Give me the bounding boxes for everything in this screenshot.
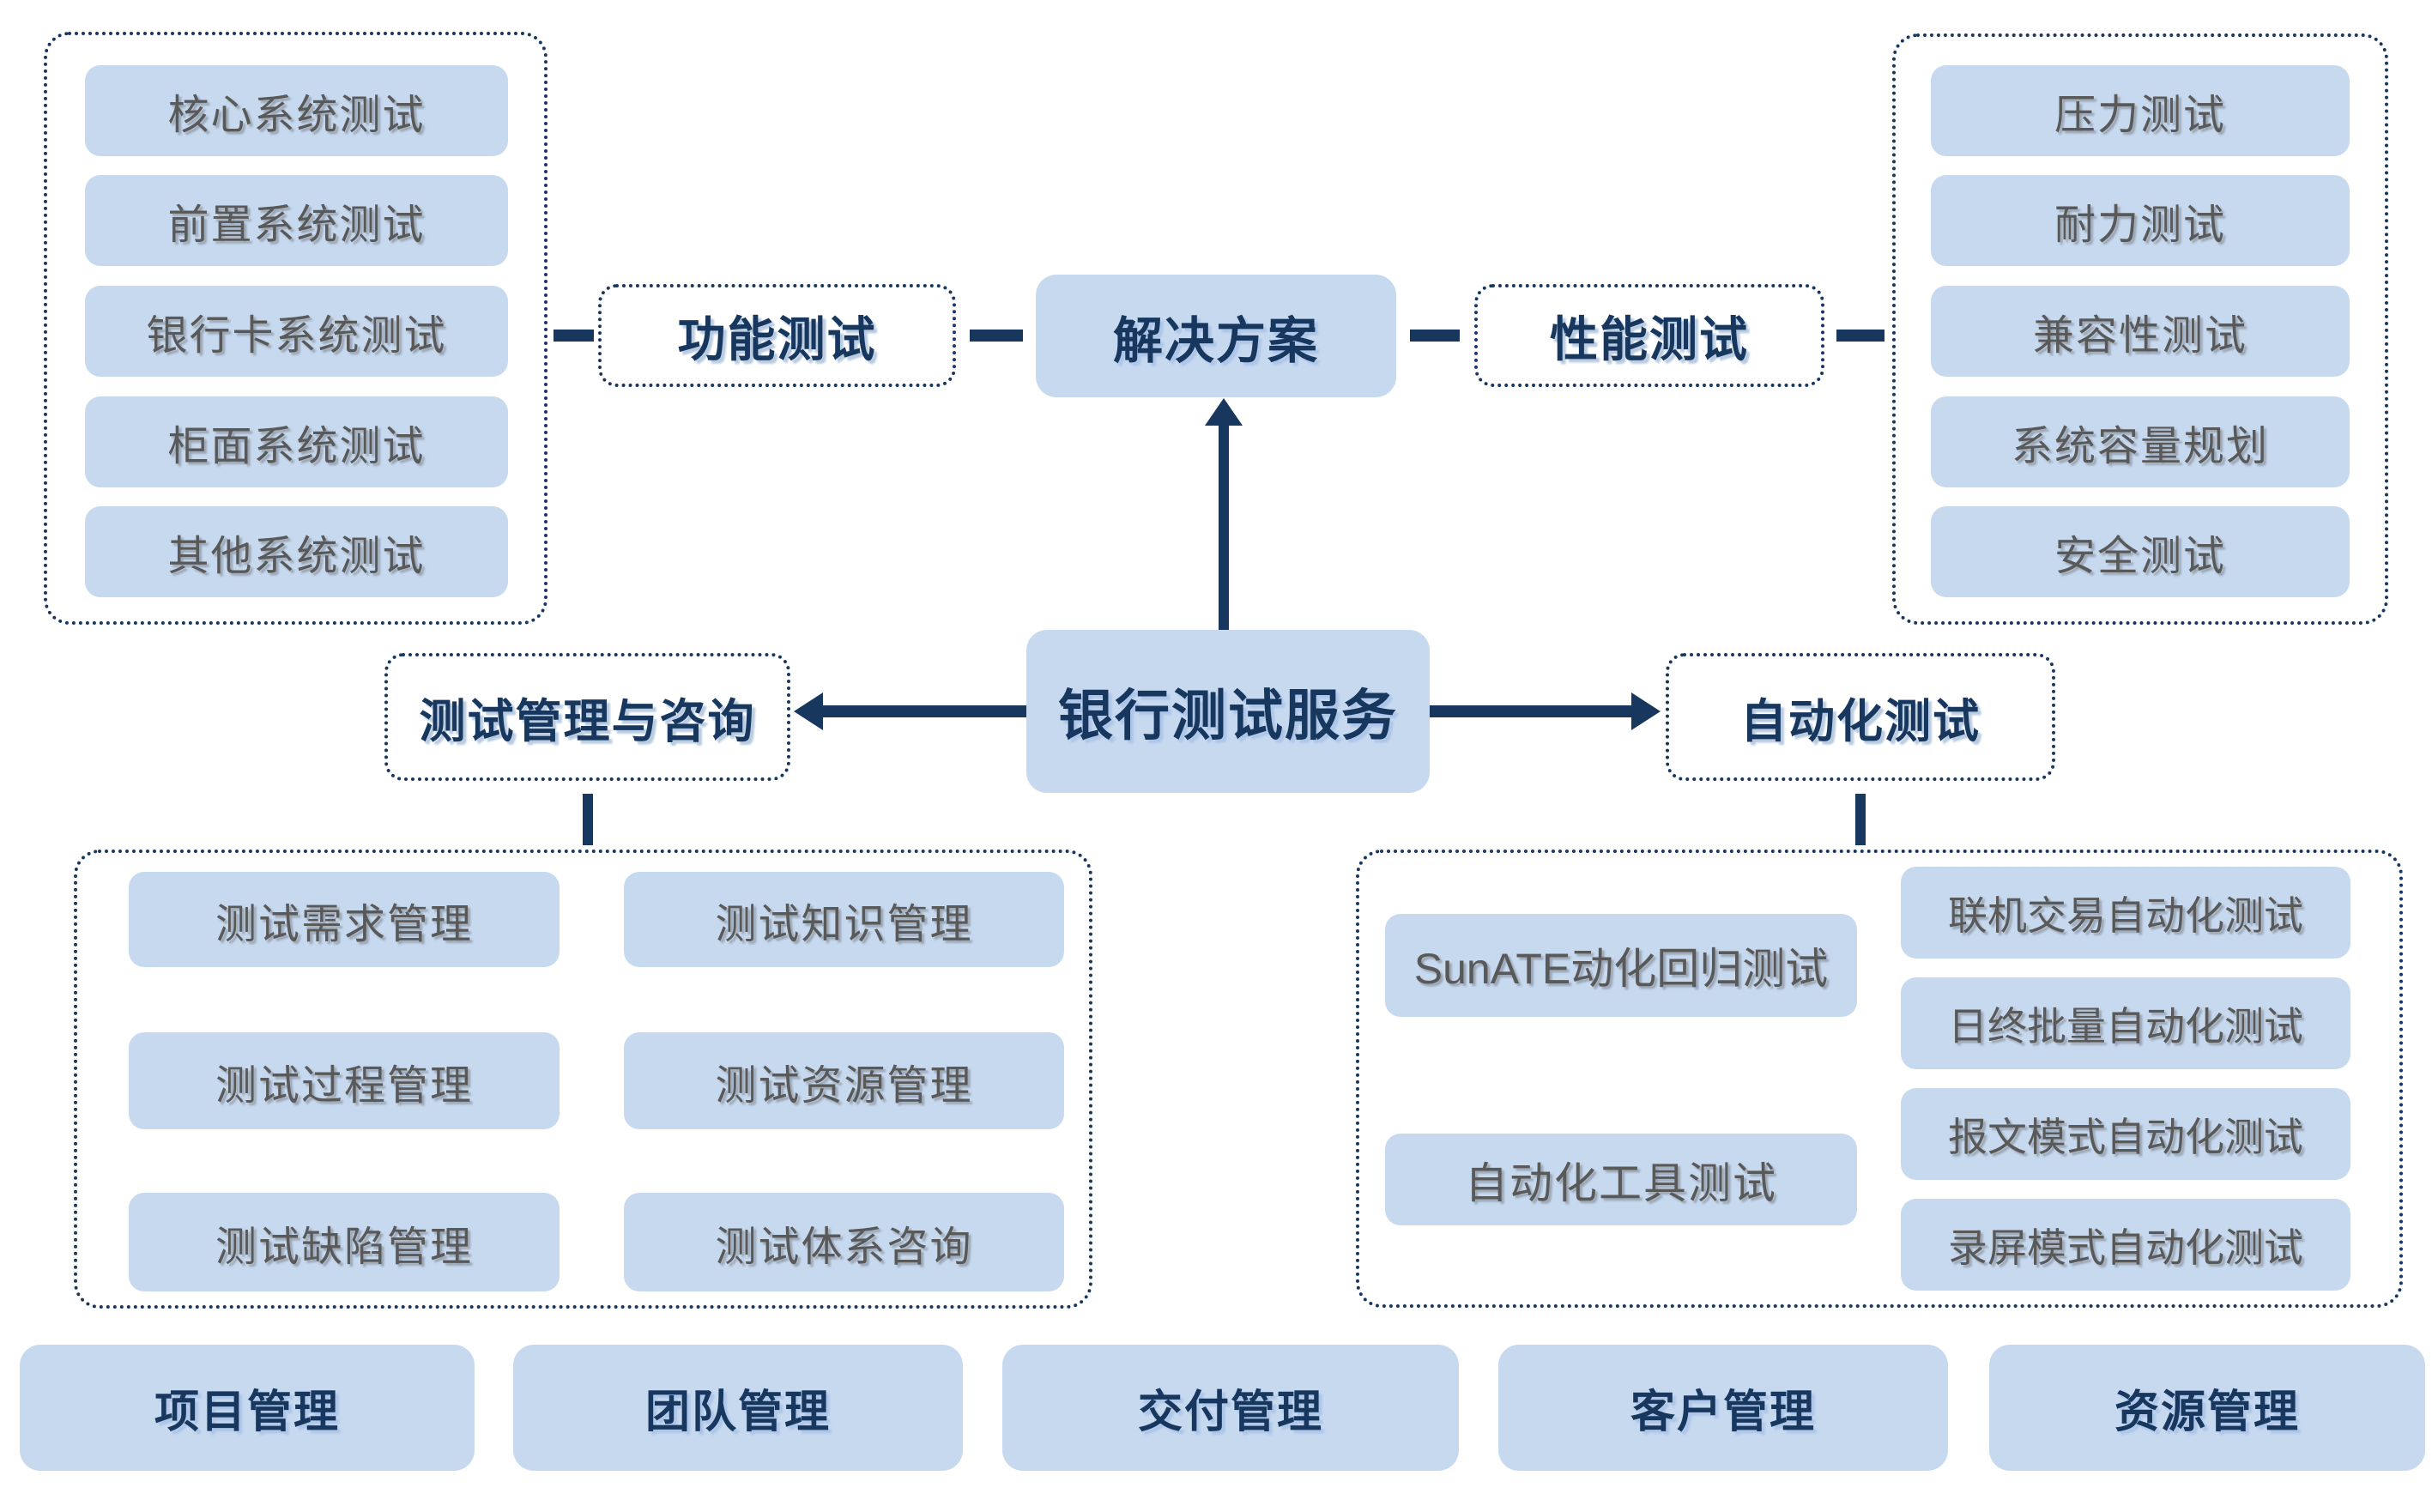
root-node: 银行测试服务 (1026, 630, 1430, 793)
management-item: 测试资源管理 (624, 1032, 1064, 1129)
arrow-up-head (1205, 398, 1243, 426)
footer-item: 交付管理 (1002, 1345, 1459, 1471)
automation-item: 联机交易自动化测试 (1901, 867, 2350, 959)
connector-functional-group (554, 330, 594, 342)
connector-functional-solution (970, 330, 1023, 342)
automation-item: SunATE动化回归测试 (1385, 914, 1857, 1017)
functional-item: 柜面系统测试 (85, 396, 508, 487)
footer-item: 资源管理 (1989, 1345, 2425, 1471)
performance-item: 压力测试 (1931, 65, 2350, 156)
management-label: 测试管理与咨询 (384, 653, 790, 781)
performance-item: 耐力测试 (1931, 175, 2350, 266)
connector-management-group (583, 794, 593, 845)
arrow-root-to-solution-shaft (1219, 420, 1229, 630)
functional-item: 银行卡系统测试 (85, 286, 508, 377)
automation-item: 自动化工具测试 (1385, 1134, 1857, 1225)
arrow-root-to-automation-shaft (1430, 705, 1633, 717)
automation-label: 自动化测试 (1666, 653, 2055, 781)
functional-item: 其他系统测试 (85, 506, 508, 597)
functional-tests-label: 功能测试 (598, 284, 956, 387)
performance-item: 系统容量规划 (1931, 396, 2350, 487)
management-item: 测试知识管理 (624, 872, 1064, 967)
automation-item: 录屏模式自动化测试 (1901, 1199, 2350, 1291)
connector-performance-group (1836, 330, 1884, 342)
arrow-root-to-management-shaft (820, 705, 1026, 717)
arrow-right-head (1631, 692, 1661, 730)
performance-item: 兼容性测试 (1931, 286, 2350, 377)
functional-item: 前置系统测试 (85, 175, 508, 266)
management-item: 测试过程管理 (129, 1032, 560, 1129)
automation-item: 报文模式自动化测试 (1901, 1088, 2350, 1180)
arrow-left-head (794, 692, 823, 730)
solution-node: 解决方案 (1036, 275, 1396, 397)
connector-solution-performance (1410, 330, 1460, 342)
functional-item: 核心系统测试 (85, 65, 508, 156)
management-item: 测试体系咨询 (624, 1193, 1064, 1291)
footer-item: 团队管理 (513, 1345, 963, 1471)
performance-item: 安全测试 (1931, 506, 2350, 597)
footer-item: 客户管理 (1498, 1345, 1948, 1471)
management-item: 测试需求管理 (129, 872, 560, 967)
management-item: 测试缺陷管理 (129, 1193, 560, 1291)
automation-item: 日终批量自动化测试 (1901, 977, 2350, 1069)
performance-tests-label: 性能测试 (1474, 284, 1824, 387)
footer-item: 项目管理 (20, 1345, 475, 1471)
connector-automation-group (1855, 794, 1866, 845)
